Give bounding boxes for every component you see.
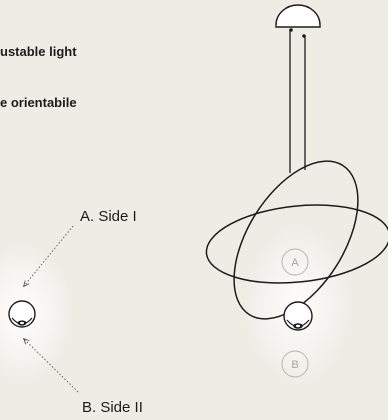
- ceiling-canopy: [275, 4, 321, 38]
- suspension-cables: [289, 30, 306, 173]
- side-one-label: A. Side I: [80, 208, 137, 225]
- light-glow-left: [0, 243, 74, 383]
- product-title: ustable light e orientabile: [0, 9, 77, 128]
- badge-b: B: [281, 350, 309, 378]
- side-two-label: B. Side II: [82, 399, 143, 416]
- lamp-head-left: [8, 300, 36, 328]
- badge-a: A: [281, 248, 309, 276]
- badge-b-label: B: [291, 359, 298, 371]
- title-line-italian: e orientabile: [0, 95, 77, 110]
- title-line-english: ustable light: [0, 44, 77, 59]
- arrow-side-one: [24, 225, 74, 286]
- lamp-head-right: [283, 301, 313, 331]
- arrow-side-two: [24, 339, 79, 393]
- badge-a-label: A: [291, 257, 299, 269]
- orbit-rings: [205, 160, 388, 320]
